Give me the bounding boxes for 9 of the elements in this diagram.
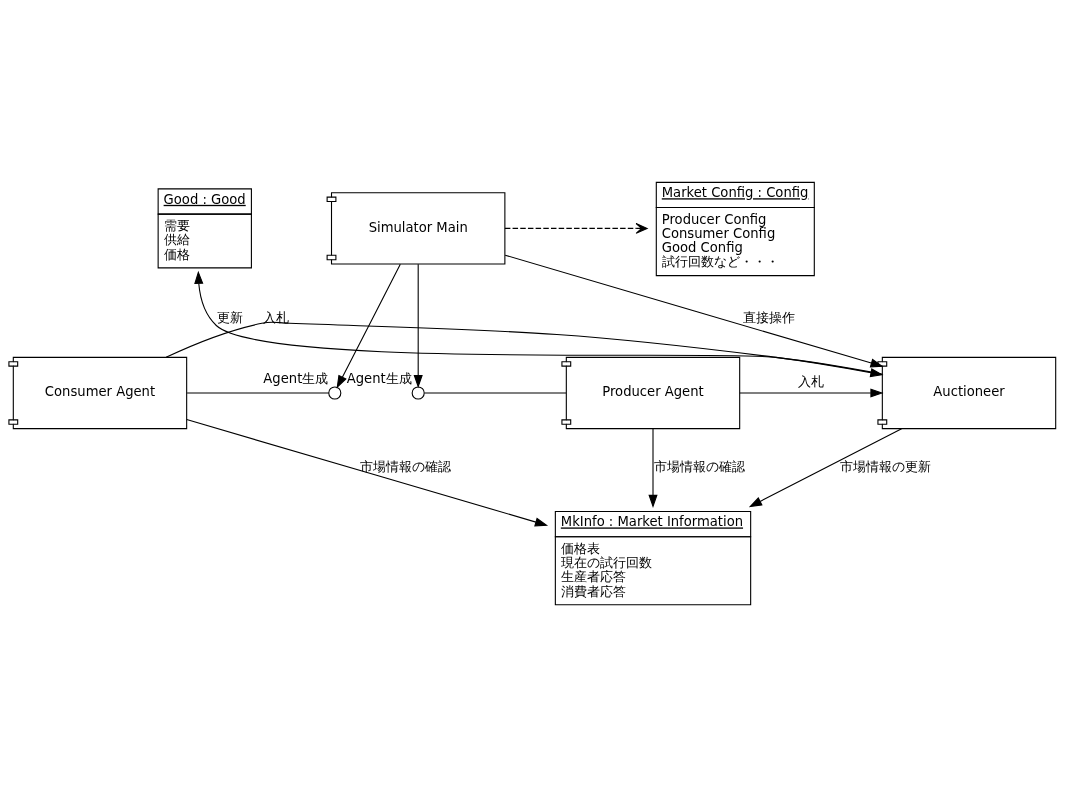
edge-label: 入札 — [798, 373, 825, 389]
node-label: Agent生成 — [263, 370, 329, 386]
node-label: Agent生成 — [346, 370, 412, 386]
edge-label: 市場情報の確認 — [654, 458, 746, 474]
edge-label: 更新 — [217, 309, 244, 325]
edge-label: 入札 — [262, 309, 289, 325]
edge-label: 市場情報の確認 — [360, 458, 452, 474]
edge-label: 市場情報の更新 — [839, 458, 931, 474]
edge-label: 直接操作 — [742, 309, 795, 325]
